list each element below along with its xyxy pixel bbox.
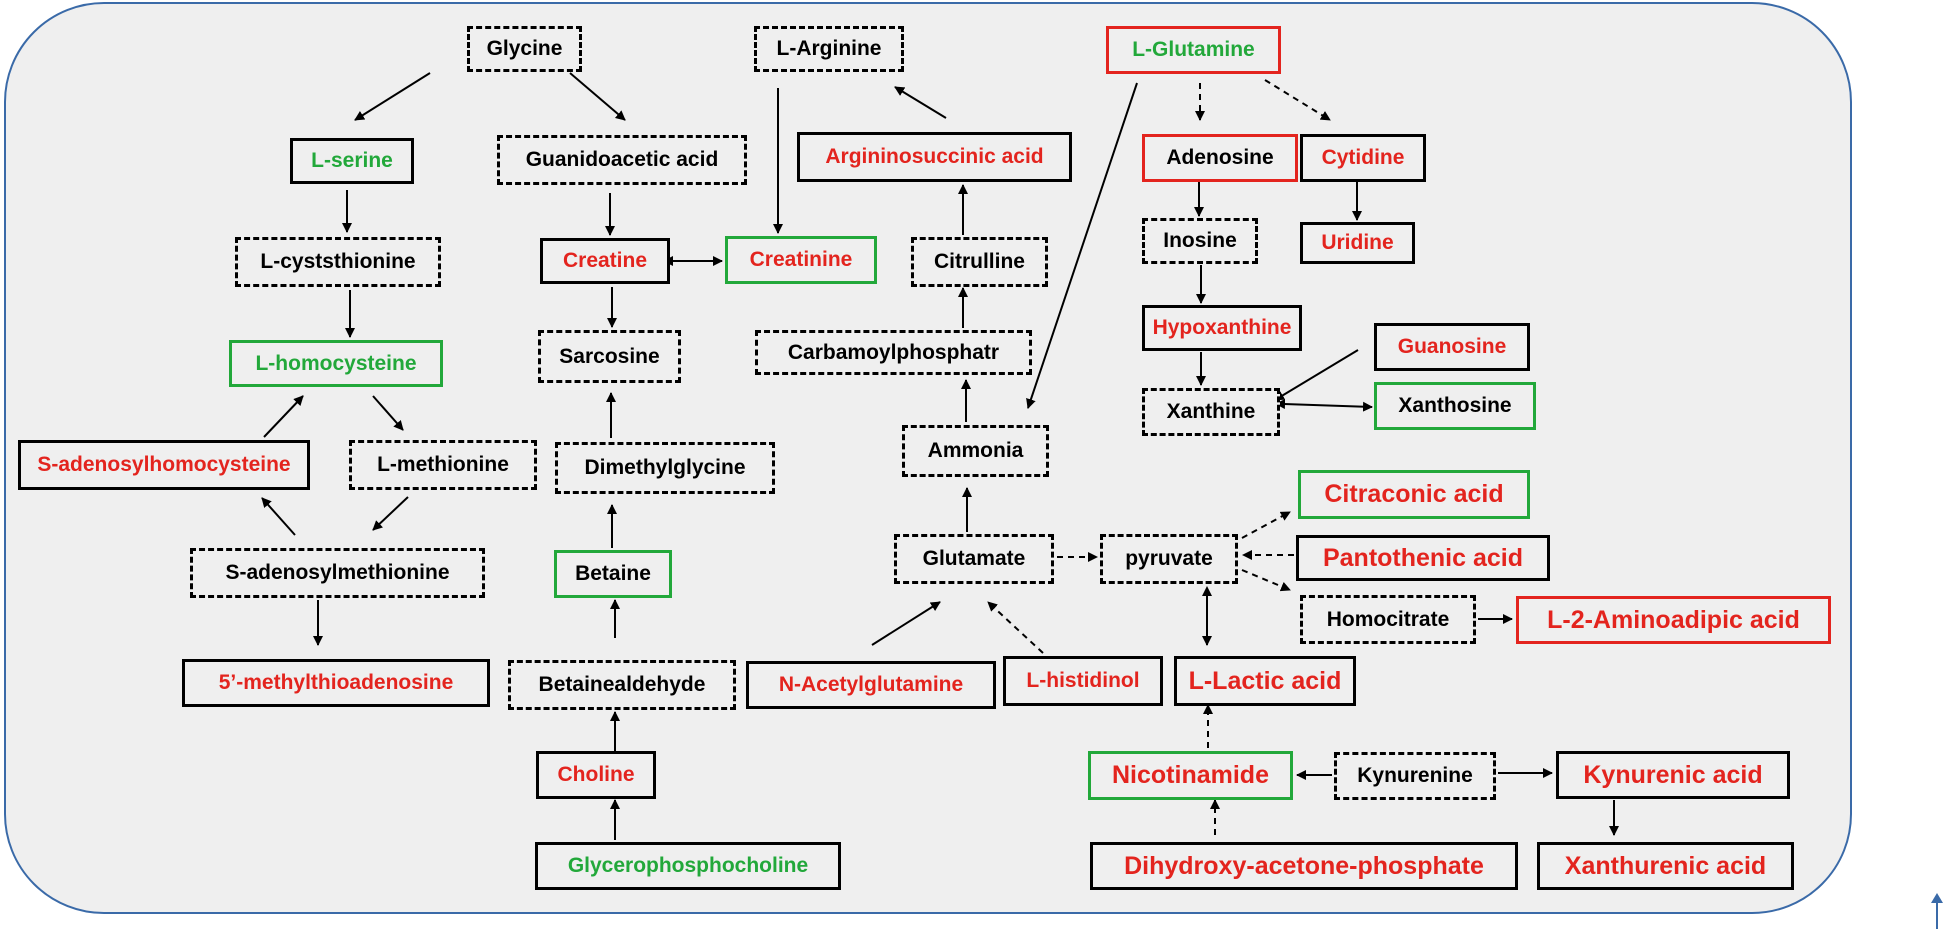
- node-l-serine: L-serine: [290, 138, 414, 184]
- node-uridine: Uridine: [1300, 222, 1415, 264]
- node-glutamate: Glutamate: [894, 534, 1054, 584]
- node-citrulline: Citrulline: [911, 237, 1048, 287]
- node-citraconic-acid: Citraconic acid: [1298, 470, 1530, 519]
- node-l-histidinol: L-histidinol: [1003, 656, 1163, 706]
- node-guanosine: Guanosine: [1374, 323, 1530, 371]
- node-hypoxanthine: Hypoxanthine: [1142, 305, 1302, 351]
- node-choline: Choline: [536, 751, 656, 799]
- node-argininosuccinic-acid: Argininosuccinic acid: [797, 132, 1072, 182]
- node-ammonia: Ammonia: [902, 425, 1049, 477]
- node-guanidoacetic-acid: Guanidoacetic acid: [497, 135, 747, 185]
- node-betaine: Betaine: [554, 550, 672, 598]
- node-creatinine: Creatinine: [725, 236, 877, 284]
- node-s-adenosylmethionine: S-adenosylmethionine: [190, 548, 485, 598]
- node-creatine: Creatine: [540, 238, 670, 284]
- node-l-2-aminoadipic-acid: L-2-Aminoadipic acid: [1516, 596, 1831, 644]
- node-inosine: Inosine: [1142, 218, 1258, 264]
- node-xanthine: Xanthine: [1142, 388, 1280, 436]
- node-adenosine: Adenosine: [1142, 134, 1298, 182]
- node-kynurenine: Kynurenine: [1334, 752, 1496, 800]
- node-kynurenic-acid: Kynurenic acid: [1556, 751, 1790, 799]
- node-pantothenic-acid: Pantothenic acid: [1296, 535, 1550, 581]
- node-cytidine: Cytidine: [1300, 134, 1426, 182]
- node-carbamoylphosphate: Carbamoylphosphatr: [755, 330, 1032, 375]
- node-homocitrate: Homocitrate: [1300, 595, 1476, 644]
- node-dimethylglycine: Dimethylglycine: [555, 442, 775, 494]
- node-xanthurenic-acid: Xanthurenic acid: [1537, 842, 1794, 890]
- node-l-homocysteine: L-homocysteine: [229, 340, 443, 387]
- node-pyruvate: pyruvate: [1100, 534, 1238, 584]
- node-s-adenosylhomocysteine: S-adenosylhomocysteine: [18, 440, 310, 490]
- node-glycerophosphocholine: Glycerophosphocholine: [535, 842, 841, 890]
- node-sarcosine: Sarcosine: [538, 330, 681, 383]
- node-l-methionine: L-methionine: [349, 440, 537, 490]
- node-betainealdehyde: Betainealdehyde: [508, 660, 736, 710]
- node-dihydroxyacetone-phosphate: Dihydroxy-acetone-phosphate: [1090, 842, 1518, 890]
- node-l-arginine: L-Arginine: [754, 26, 904, 72]
- node-glycine: Glycine: [467, 26, 582, 72]
- node-xanthosine: Xanthosine: [1374, 382, 1536, 430]
- node-l-cystathionine: L-cyststhionine: [235, 237, 441, 287]
- node-methylthioadenosine: 5’-methylthioadenosine: [182, 659, 490, 707]
- node-n-acetylglutamine: N-Acetylglutamine: [746, 661, 996, 709]
- node-nicotinamide: Nicotinamide: [1088, 751, 1293, 800]
- node-l-glutamine: L-Glutamine: [1106, 26, 1281, 74]
- node-l-lactic-acid: L-Lactic acid: [1174, 656, 1356, 706]
- up-arrow-icon: [1931, 893, 1943, 929]
